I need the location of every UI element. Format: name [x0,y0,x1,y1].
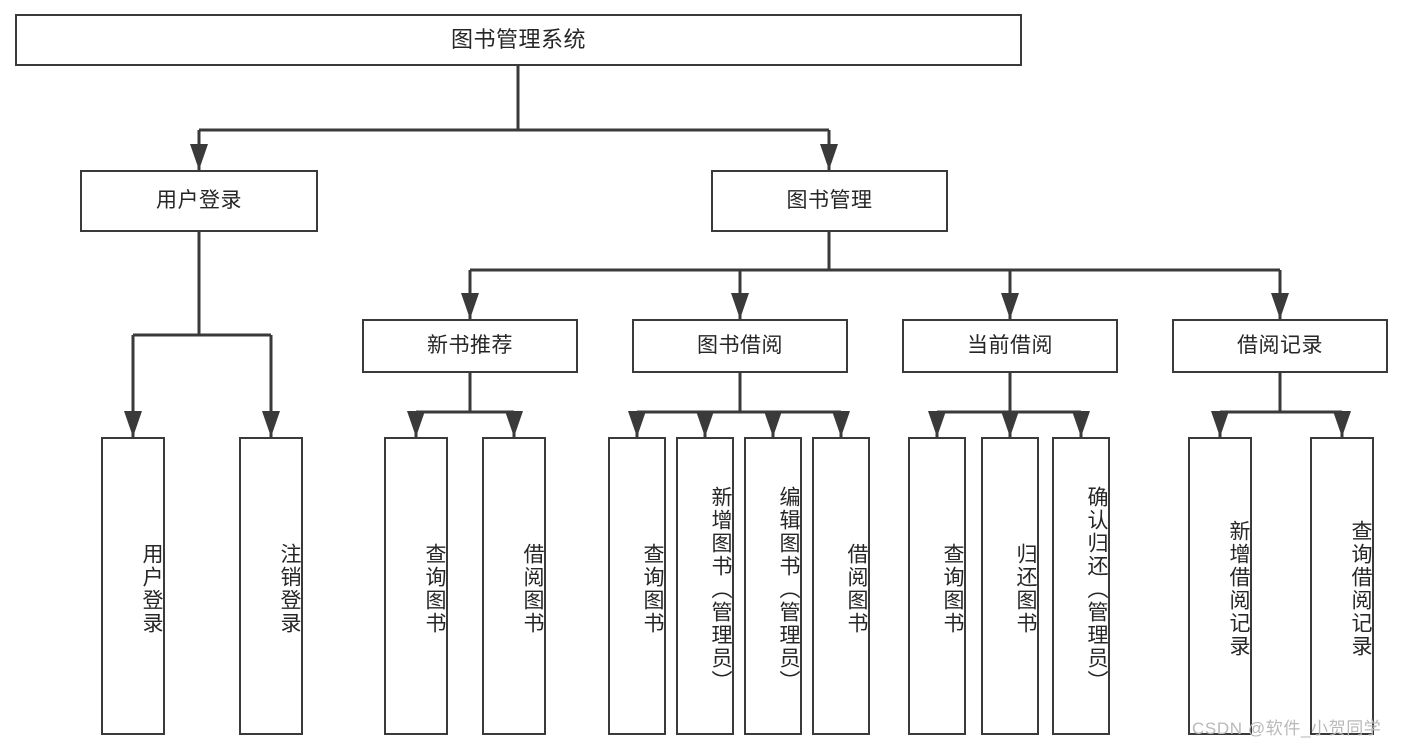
node-label: 用户登录 [140,543,163,635]
node-label: 借阅图书 [521,543,544,635]
node-leaf-return-book[interactable]: 归还图书 [981,437,1039,735]
node-label: 新增借阅记录 [1227,520,1250,658]
node-leaf-query-record[interactable]: 查询借阅记录 [1310,437,1374,735]
node-leaf-borrow-book-br[interactable]: 借阅图书 [812,437,870,735]
node-book-manage[interactable]: 图书管理 [711,170,948,232]
edge-bookmanage-to-level2-arrow-3 [1271,293,1289,319]
node-new-book-rec[interactable]: 新书推荐 [362,319,578,373]
node-leaf-edit-book[interactable]: 编辑图书（管理员） [744,437,802,735]
node-label: 图书管理 [786,188,873,212]
node-label: 查询图书 [641,543,664,635]
node-leaf-confirm-return[interactable]: 确认归还（管理员） [1052,437,1110,735]
node-root[interactable]: 图书管理系统 [15,14,1022,66]
edge-root-to-level1-arrow-1 [820,144,838,170]
node-label: 当前借阅 [967,333,1053,357]
edge-userlogin-to-leaves-arrow-0 [124,411,142,437]
node-label: 归还图书 [1014,543,1037,635]
node-label: 借阅记录 [1237,333,1323,357]
edge-bookborrow-to-leaves-arrow-2 [764,411,782,437]
edge-bookborrow-to-leaves-arrow-0 [628,411,646,437]
edge-bookmanage-to-level2-arrow-1 [731,293,749,319]
edge-bookborrow-to-leaves-arrow-3 [832,411,850,437]
node-current-borrow[interactable]: 当前借阅 [902,319,1118,373]
watermark: CSDN @软件_小贺同学 [1192,719,1382,738]
edge-borrowrecord-to-leaves-arrow-0 [1211,411,1229,437]
edge-currentborrow-to-leaves-arrow-2 [1072,411,1090,437]
edge-root-to-level1-arrow-0 [190,144,208,170]
node-leaf-user-login[interactable]: 用户登录 [101,437,165,735]
edge-currentborrow-to-leaves-arrow-0 [928,411,946,437]
edge-bookborrow-to-leaves-arrow-1 [696,411,714,437]
node-leaf-query-book-rec[interactable]: 查询图书 [384,437,448,735]
node-leaf-query-book-br[interactable]: 查询图书 [608,437,666,735]
node-leaf-borrow-book-rec[interactable]: 借阅图书 [482,437,546,735]
node-leaf-add-book[interactable]: 新增图书（管理员） [676,437,734,735]
node-label: 新增图书（管理员） [709,485,732,693]
edge-userlogin-to-leaves-arrow-1 [262,411,280,437]
node-user-login[interactable]: 用户登录 [80,170,318,232]
edge-bookmanage-to-level2-arrow-2 [1001,293,1019,319]
node-label: 用户登录 [156,188,242,212]
node-label: 查询图书 [423,543,446,635]
node-label: 编辑图书（管理员） [777,485,800,693]
node-label: 查询图书 [941,543,964,635]
node-label: 图书管理系统 [450,27,586,53]
edge-borrowrecord-to-leaves-arrow-1 [1333,411,1351,437]
edge-newbookrec-to-leaves-arrow-1 [505,411,523,437]
node-leaf-logout[interactable]: 注销登录 [239,437,303,735]
node-label: 确认归还（管理员） [1085,485,1108,693]
edge-newbookrec-to-leaves-arrow-0 [407,411,425,437]
node-label: 新书推荐 [427,333,513,357]
node-label: 图书借阅 [697,333,783,357]
node-label: 借阅图书 [845,543,868,635]
node-label: 注销登录 [278,543,301,635]
edge-currentborrow-to-leaves-arrow-1 [1001,411,1019,437]
node-book-borrow[interactable]: 图书借阅 [632,319,848,373]
node-label: 查询借阅记录 [1349,520,1372,658]
node-leaf-add-record[interactable]: 新增借阅记录 [1188,437,1252,735]
node-leaf-query-book-cb[interactable]: 查询图书 [908,437,966,735]
edge-bookmanage-to-level2-arrow-0 [461,293,479,319]
node-borrow-record[interactable]: 借阅记录 [1172,319,1388,373]
